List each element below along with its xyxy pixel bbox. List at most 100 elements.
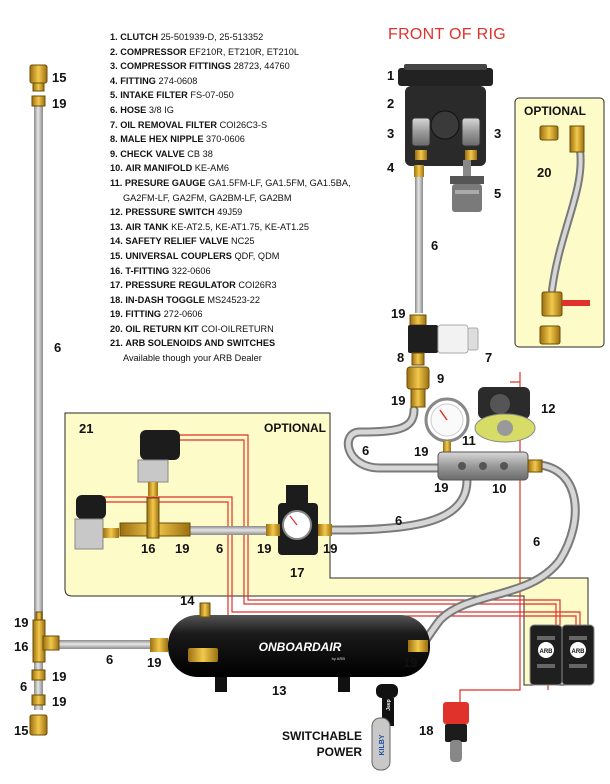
part-code: 370-0606 (206, 134, 245, 145)
part-code: COI26C3-S (219, 119, 268, 130)
part-row: 21. ARB SOLENOIDS AND SWITCHES (110, 336, 410, 351)
keychain-text: KILBY (379, 734, 386, 755)
optional-label-top: OPTIONAL (524, 104, 586, 118)
part-code: GA2FM-LF, GA2FM, GA2BM-LF, GA2BM (123, 192, 292, 203)
callout-9: 9 (437, 371, 444, 386)
part-name: 12. (110, 207, 123, 218)
part-row: 6. HOSE 3/8 IG (110, 103, 410, 118)
callout-15-bottom: 15 (14, 723, 28, 738)
part-row: 16. T-FITTING 322-0606 (110, 264, 410, 279)
callout-6-left: 6 (54, 340, 61, 355)
callout-21: 21 (79, 421, 93, 436)
part-title: OIL REMOVAL FILTER (120, 119, 218, 130)
callout-19-i: 19 (147, 655, 161, 670)
part-name: 20. (110, 323, 123, 334)
arb-switches: ARB ARB (529, 624, 595, 686)
part-code: COI26R3 (238, 280, 277, 291)
part-name: 9. (110, 148, 118, 159)
part-title: OIL RETURN KIT (125, 323, 199, 334)
callout-17: 17 (290, 565, 304, 580)
callout-14: 14 (180, 593, 195, 608)
part-name: 10. (110, 163, 123, 174)
part-code: GA1.5FM-LF, GA1.5FM, GA1.5BA, (208, 177, 351, 188)
part-code: EF210R, ET210R, ET210L (189, 46, 299, 57)
callout-4: 4 (387, 160, 395, 175)
t-fitting-middle (119, 497, 191, 539)
solenoid-top (137, 430, 180, 496)
part-code: 274-0608 (158, 75, 198, 86)
part-name: 16. (110, 265, 123, 276)
callout-19-c: 19 (414, 444, 428, 459)
part-row: 18. IN-DASH TOGGLE MS24523-22 (110, 293, 410, 308)
part-row: 14. SAFETY RELIEF VALVE NC25 (110, 234, 410, 249)
callout-6-right: 6 (533, 534, 540, 549)
part-code: Available though your ARB Dealer (123, 353, 262, 364)
part-name: 3. (110, 61, 118, 72)
part-row: 5. INTAKE FILTER FS-07-050 (110, 88, 410, 103)
tank-brand: ONBOARDAIR (259, 640, 342, 654)
part-row: 11. PRESURE GAUGE GA1.5FM-LF, GA1.5FM, G… (110, 176, 410, 191)
callout-3-right: 3 (494, 126, 501, 141)
part-title: MALE HEX NIPPLE (120, 134, 204, 145)
pressure-regulator (266, 485, 332, 555)
part-title: FITTING (125, 309, 162, 320)
callout-18: 18 (419, 723, 433, 738)
part-row: 10. AIR MANIFOLD KE-AM6 (110, 161, 410, 176)
fob-text: Jeep (386, 699, 392, 710)
part-row: 7. OIL REMOVAL FILTER COI26C3-S (110, 118, 410, 133)
callout-19-k: 19 (52, 669, 66, 684)
oil-return-kit (539, 125, 590, 345)
callout-19-a: 19 (391, 306, 405, 321)
part-row: 13. AIR TANK KE-AT2.5, KE-AT1.75, KE-AT1… (110, 220, 410, 235)
callout-13: 13 (272, 683, 286, 698)
part-name: 15. (110, 250, 123, 261)
pressure-switch (474, 387, 536, 443)
male-hex-nipple (411, 352, 425, 366)
part-row: 9. CHECK VALVE CB 38 (110, 147, 410, 162)
part-code: COI-OILRETURN (201, 323, 274, 334)
callout-19-j: 19 (403, 655, 417, 670)
part-row: 19. FITTING 272-0606 (110, 307, 410, 322)
compressor (398, 64, 493, 177)
callout-19-g: 19 (323, 541, 337, 556)
callout-19-e: 19 (175, 541, 189, 556)
part-name: 14. (110, 236, 123, 247)
tank-brand-sub: by ARB (332, 656, 346, 661)
switchable-power-line1: SWITCHABLE (282, 729, 362, 743)
hoses (34, 105, 585, 710)
callout-8: 8 (397, 350, 404, 365)
callout-6-loop: 6 (362, 443, 369, 458)
callout-12: 12 (541, 401, 555, 416)
callout-7: 7 (485, 350, 492, 365)
part-row: 1. CLUTCH 25-501939-D, 25-513352 (110, 30, 410, 45)
part-title: COMPRESSOR (120, 46, 187, 57)
callout-6-compressor: 6 (431, 238, 438, 253)
air-manifold (437, 451, 543, 481)
part-name: 19. (110, 309, 123, 320)
callout-19-top: 19 (52, 96, 66, 111)
callout-16-mid: 16 (141, 541, 155, 556)
callout-6-mid: 6 (395, 513, 402, 528)
part-name: 1. (110, 32, 118, 42)
callout-6-small: 6 (216, 541, 223, 556)
universal-coupler-bottom (29, 669, 48, 736)
in-dash-toggle (443, 702, 469, 762)
part-code: QDF, QDM (234, 250, 280, 261)
solenoid-left (74, 495, 119, 550)
callout-3-left: 3 (387, 126, 394, 141)
part-title: AIR MANIFOLD (125, 163, 193, 174)
part-name: 21. (110, 338, 123, 349)
callout-19-d: 19 (434, 480, 448, 495)
switch-brand-right: ARB (572, 649, 586, 655)
part-title: HOSE (120, 104, 147, 115)
part-code: CB 38 (187, 148, 213, 159)
callout-19-l: 19 (52, 694, 66, 709)
ignition-key: KILBY Jeep (371, 684, 398, 771)
callout-1: 1 (387, 68, 394, 83)
callout-19-f: 19 (257, 541, 271, 556)
switch-brand-left: ARB (540, 649, 554, 655)
oil-removal-filter (408, 314, 479, 354)
part-code: MS24523-22 (207, 294, 260, 305)
part-code: 272-0606 (163, 309, 203, 320)
